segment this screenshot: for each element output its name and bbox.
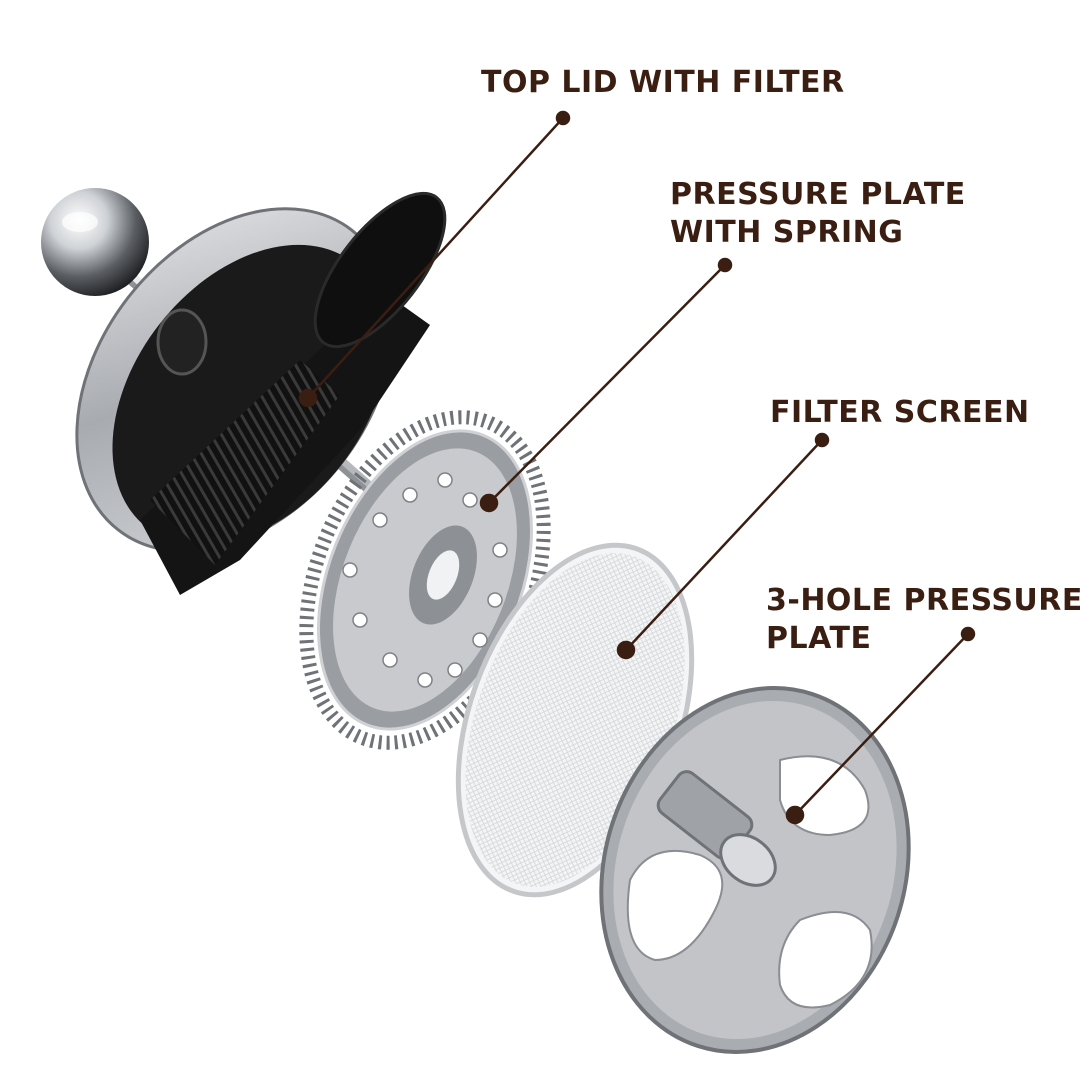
leader-lines bbox=[298, 110, 976, 825]
label-pressure-plate-with-spring: PRESSURE PLATE WITH SPRING bbox=[670, 176, 966, 252]
leader-3hole bbox=[785, 626, 976, 825]
label-line: PLATE bbox=[766, 621, 872, 656]
label-line: TOP LID WITH FILTER bbox=[481, 65, 845, 100]
label-line: FILTER SCREEN bbox=[770, 395, 1030, 430]
label-filter-screen: FILTER SCREEN bbox=[770, 394, 1030, 432]
top-lid-part bbox=[75, 191, 447, 595]
label-3-hole-pressure-plate: 3-HOLE PRESSURE PLATE bbox=[766, 582, 1080, 658]
label-line: PRESSURE PLATE bbox=[670, 177, 966, 212]
knob-ball bbox=[41, 188, 149, 296]
leader-pressure-spring bbox=[479, 257, 733, 513]
3-hole-pressure-plate-part bbox=[599, 686, 911, 1054]
leader-top-lid bbox=[298, 110, 571, 408]
label-line: 3-HOLE PRESSURE bbox=[766, 583, 1080, 618]
label-top-lid-with-filter: TOP LID WITH FILTER bbox=[481, 64, 845, 102]
pressure-plate-with-spring-part bbox=[299, 410, 551, 750]
leader-filter-screen bbox=[616, 432, 830, 660]
label-line: WITH SPRING bbox=[670, 215, 904, 250]
